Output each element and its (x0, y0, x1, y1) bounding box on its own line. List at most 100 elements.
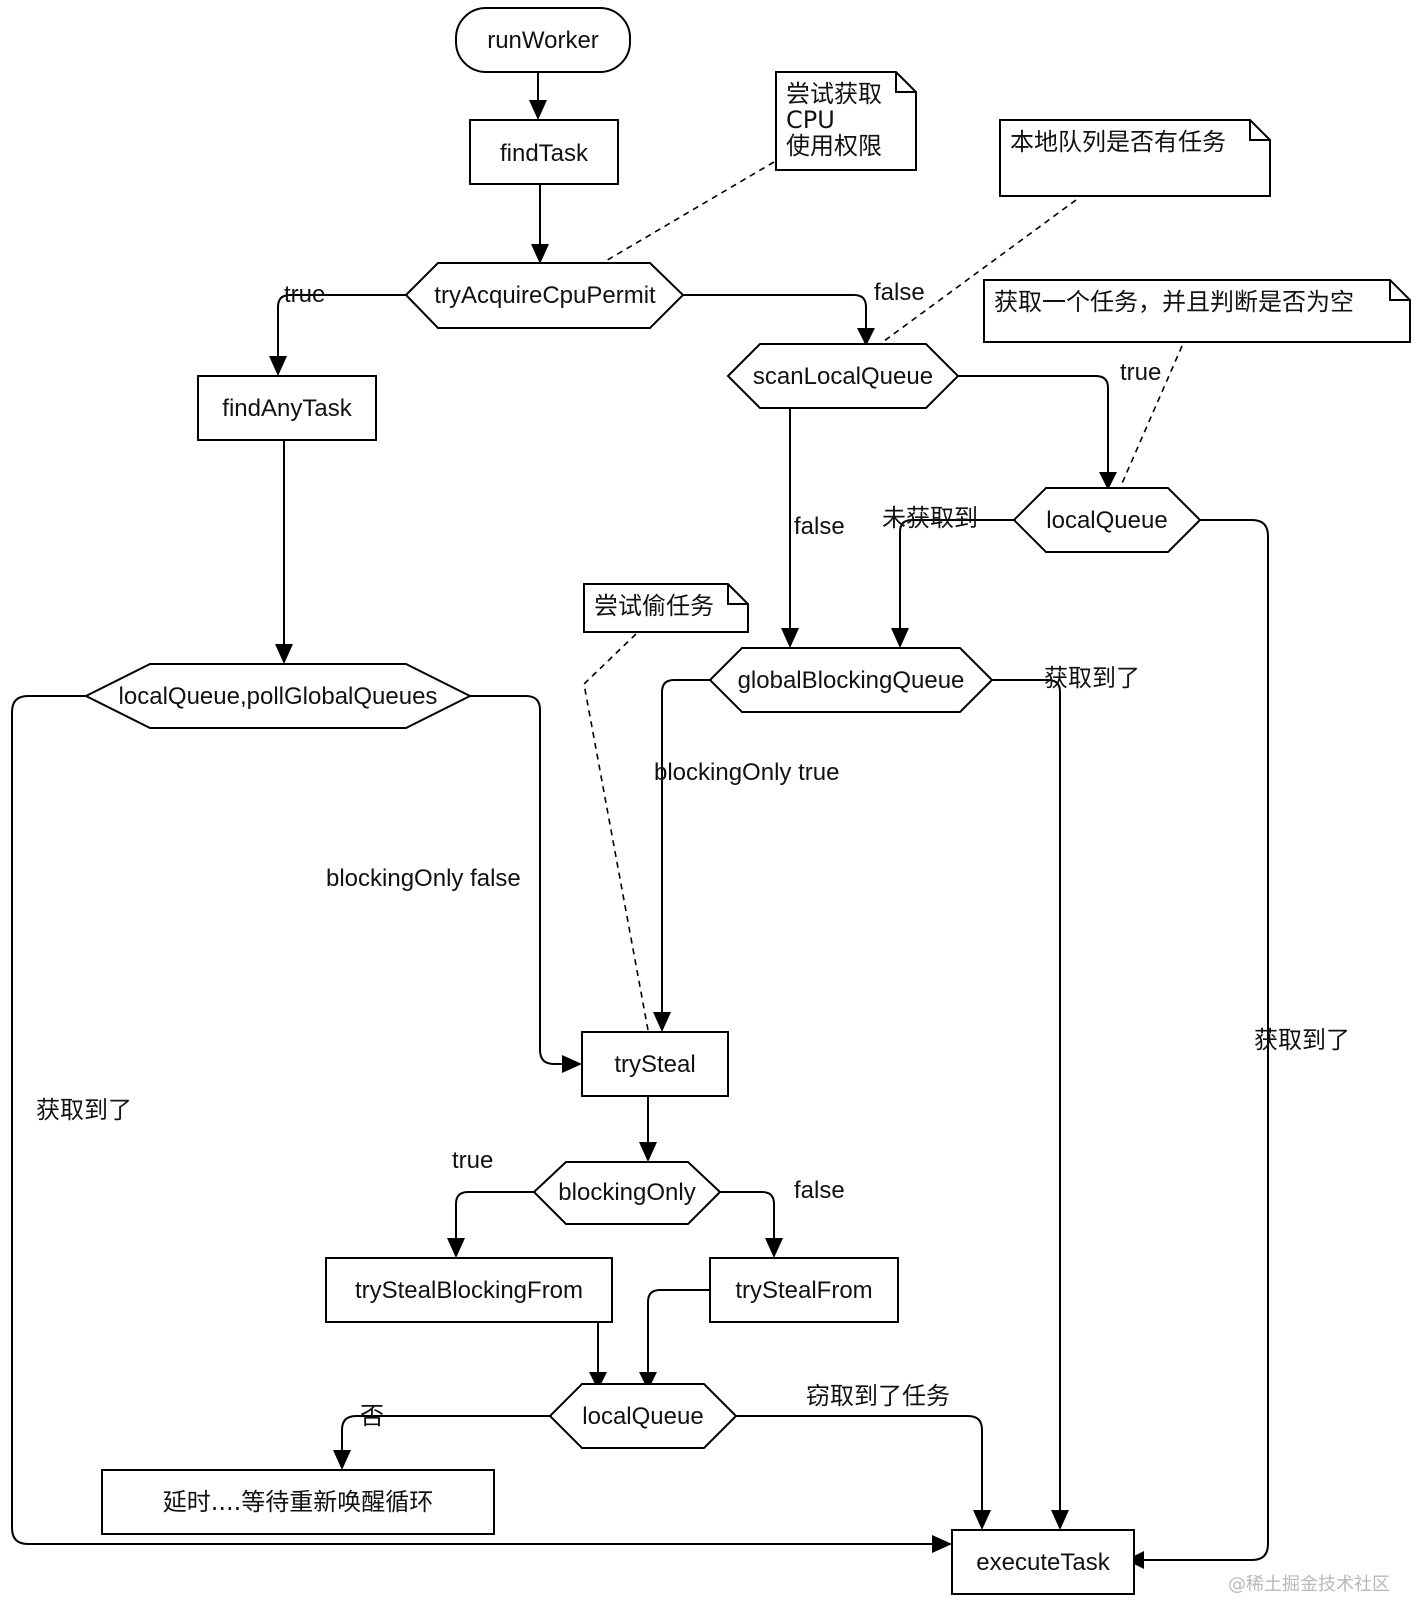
note-cpu-permit-line1: 尝试获取 (786, 80, 882, 108)
note-local-queue-has-task-fold (1249, 120, 1270, 141)
node-blockingonly-label: blockingOnly (558, 1179, 695, 1206)
edge-scan-true (958, 375, 1109, 476)
arrowhead-global-from-scan (781, 628, 799, 648)
label-permit-true: true (284, 281, 325, 308)
edges (11, 72, 1269, 1561)
edge-blocking-false (720, 1191, 775, 1240)
edge-lq-stolen (736, 1415, 983, 1514)
node-localqueue-pollglobal-label: localQueue,pollGlobalQueues (119, 683, 438, 710)
node-trystealfrom-label: tryStealFrom (735, 1277, 872, 1304)
node-findtask-shape (469, 119, 619, 185)
label-stolen-task: 窃取到了任务 (806, 1382, 950, 1410)
node-localqueue-right-shape (1012, 487, 1202, 553)
note-cpu-permit-shape (775, 71, 917, 171)
edge-permit-false (683, 294, 867, 328)
arrowhead-stealfrom (765, 1238, 783, 1258)
node-executetask-label: executeTask (976, 1549, 1110, 1576)
note-cpu-permit-fold (895, 72, 916, 93)
edge-permit-true (277, 294, 406, 356)
node-delay-wait-shape (101, 1469, 495, 1535)
note-try-steal-task-fold (727, 584, 748, 605)
arrowhead-execute-left (932, 1535, 952, 1553)
node-localqueue-bottom-label: localQueue (582, 1403, 703, 1430)
node-scanlocalqueue-label: scanLocalQueue (753, 363, 933, 390)
edge-lqpoll-obtained (11, 695, 936, 1545)
arrowhead-execute-top-global (1051, 1510, 1069, 1530)
notes: 尝试获取 CPU 使用权限 本地队列是否有任务 获取一个任务，并且判断是否为空 … (583, 71, 1411, 633)
node-findanytask-shape (197, 375, 377, 441)
note-cpu-permit-line2: CPU (786, 106, 835, 134)
note-try-steal-task-shape (583, 583, 749, 633)
connector-localqueue-note (879, 199, 1077, 345)
edge-lqpoll-blockingfalse (470, 695, 564, 1065)
edge-stealfrom-lq (647, 1289, 710, 1374)
node-trystealblockingfrom-shape (325, 1257, 613, 1323)
label-left-obtained: 获取到了 (36, 1096, 132, 1124)
node-globalblockingqueue-label: globalBlockingQueue (738, 667, 965, 694)
node-trysteal-label: trySteal (614, 1051, 695, 1078)
node-trystealblockingfrom-label: tryStealBlockingFrom (355, 1277, 583, 1304)
arrowhead-localqueue-right (1099, 472, 1117, 490)
nodes: runWorker findTask tryAcquireCpuPermit f… (83, 7, 1202, 1595)
node-scanlocalqueue-shape (726, 343, 960, 409)
node-localqueue-pollglobal-shape (83, 663, 473, 729)
note-get-task-check-empty: 获取一个任务，并且判断是否为空 (983, 279, 1411, 343)
note-cpu-permit: 尝试获取 CPU 使用权限 (775, 71, 917, 171)
note-get-task-check-empty-fold (1389, 280, 1410, 301)
note-local-queue-has-task-text: 本地队列是否有任务 (1010, 128, 1226, 156)
edge-localqueue-notobtained (899, 519, 1014, 628)
node-findtask-label: findTask (500, 140, 589, 167)
node-findanytask-label: findAnyTask (222, 395, 352, 422)
label-right-obtained: 获取到了 (1254, 1026, 1350, 1054)
note-try-steal-task-text: 尝试偷任务 (594, 592, 714, 620)
arrowhead-execute-top-stolen (973, 1510, 991, 1530)
label-blockingonly-true: blockingOnly true (654, 759, 839, 786)
edge-lq-no (341, 1415, 550, 1452)
node-executetask-shape (951, 1529, 1135, 1595)
arrowhead-lq-bottom-a (589, 1372, 607, 1390)
note-local-queue-has-task-shape (999, 119, 1271, 197)
arrowhead-trysteal-left (562, 1055, 582, 1073)
node-delay-wait-label: 延时....等待重新唤醒循环 (163, 1488, 434, 1516)
node-globalblockingqueue-shape (708, 647, 994, 713)
arrowhead-delay (333, 1450, 351, 1470)
edge-global-obtained (992, 679, 1061, 1514)
arrowheads (269, 100, 1144, 1569)
edge-blocking-true (455, 1191, 534, 1240)
label-no: 否 (360, 1402, 384, 1430)
note-get-task-check-empty-text: 获取一个任务，并且判断是否为空 (994, 288, 1354, 316)
arrowhead-scanlocalqueue (857, 328, 875, 346)
connector-cpu-note (603, 161, 775, 263)
node-localqueue-right-label: localQueue (1046, 507, 1167, 534)
label-blockingonly-false: blockingOnly false (326, 865, 521, 892)
node-runworker-shape (455, 7, 631, 73)
label-not-obtained: 未获取到 (882, 504, 978, 532)
arrowhead-lqpoll (275, 644, 293, 664)
node-blockingonly-shape (532, 1161, 722, 1225)
edge-labels: true false true false 未获取到 获取到了 blocking… (36, 279, 1350, 1430)
node-tryacquirecpupermit-label: tryAcquireCpuPermit (434, 282, 656, 309)
node-trystealfrom-shape (709, 1257, 899, 1323)
watermark: @稀土掘金技术社区 (1228, 1574, 1390, 1595)
arrowhead-blockingonly (639, 1142, 657, 1162)
label-scan-true: true (1120, 359, 1161, 386)
arrowhead-global-from-lq (891, 628, 909, 648)
label-global-obtained: 获取到了 (1044, 664, 1140, 692)
arrowhead-findanytask (269, 356, 287, 376)
edge-global-blockingtrue (661, 679, 710, 1016)
connector-steal-note (583, 633, 649, 1031)
label-scan-false: false (794, 513, 845, 540)
label-blocking-true: true (452, 1147, 493, 1174)
connector-gettask-note (1119, 345, 1183, 489)
arrowhead-findtask (529, 100, 547, 120)
arrowhead-permit (531, 244, 549, 264)
note-connectors (583, 161, 1183, 1031)
node-runworker-label: runWorker (487, 27, 599, 54)
arrowhead-stealblocking (447, 1238, 465, 1258)
note-try-steal-task: 尝试偷任务 (583, 583, 749, 633)
note-cpu-permit-line3: 使用权限 (786, 132, 882, 160)
note-local-queue-has-task: 本地队列是否有任务 (999, 119, 1271, 197)
edge-localqueue-obtained (1144, 519, 1269, 1561)
